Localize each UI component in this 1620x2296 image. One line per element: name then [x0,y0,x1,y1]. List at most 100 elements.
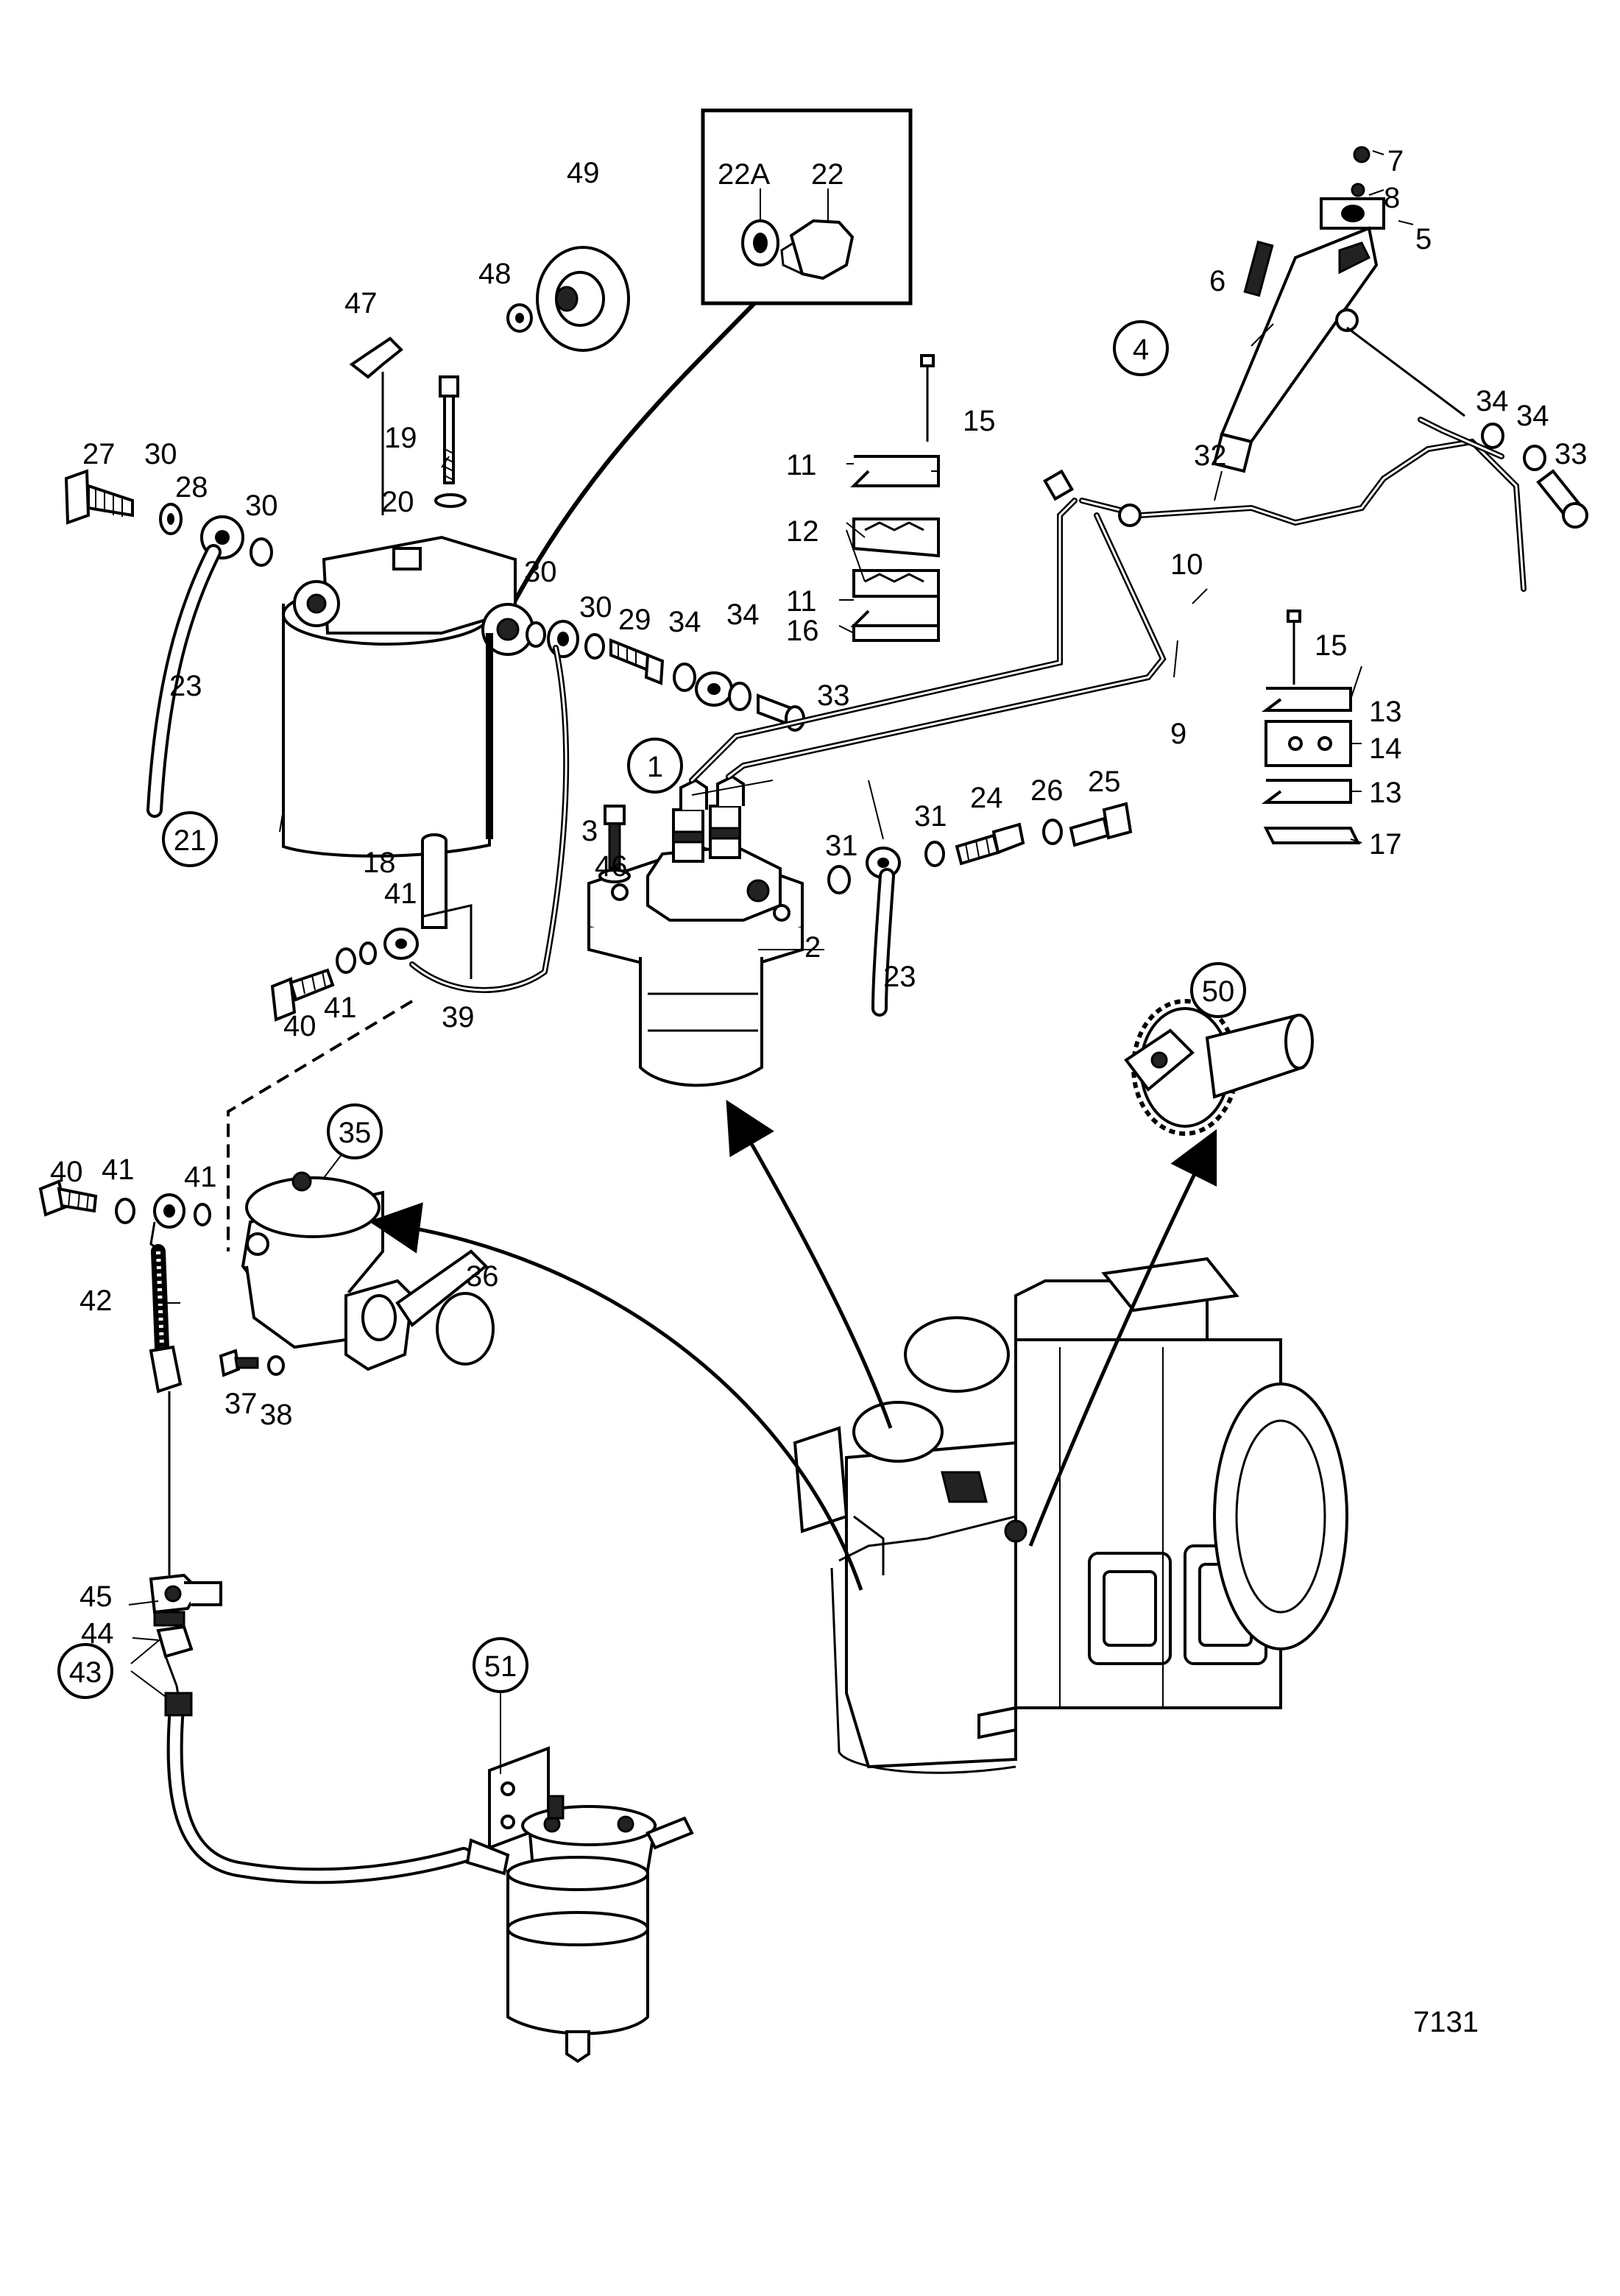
inset-leader-line [503,301,757,621]
callout-label: 41 [102,1154,135,1186]
callout-label: 49 [567,157,600,189]
dashed-connection [227,1000,414,1251]
pipe-clamp-13-14-17 [1262,610,1361,844]
callout-label: 27 [82,438,116,470]
callout-label: 47 [344,287,378,319]
callout-label: 30 [144,438,177,470]
banjo-bolt-24-assembly [827,802,1133,894]
callout-label: 13 [1369,696,1402,728]
injection-pump-2 [587,774,804,1087]
callout-circle [327,1103,383,1159]
callout-label: 33 [1554,438,1588,470]
callout-label: 26 [1030,774,1064,807]
callout-label: 13 [1369,777,1402,809]
callout-label: 11 [786,585,817,618]
callout-labels: 1 2 3 4 5 6 7 8 9 10 11 11 12 13 13 14 1… [50,145,1588,1699]
pipe-18 [421,833,473,979]
callout-label: 34 [1516,400,1549,432]
plug-22-part [789,219,855,280]
bolt-37-38 [219,1349,285,1377]
leader-lines [128,150,1414,1774]
callout-label: 5 [1415,223,1432,255]
callout-label: 34 [668,606,701,638]
callout-label: 24 [970,782,1003,814]
callout-label: 34 [1476,385,1509,417]
callout-label: 37 [224,1388,258,1420]
callout-circle [627,738,683,794]
bolt-27-assembly [64,469,273,567]
callout-label: 9 [1170,718,1186,750]
callout-label: 7 [1387,145,1404,177]
callout-label: 6 [1209,265,1225,297]
callout-label: 1 [647,751,663,783]
callout-label: 41 [184,1161,217,1193]
callout-label: 28 [175,471,208,504]
fuel-filter-51 [465,1746,694,2063]
callout-label: 23 [883,961,916,993]
callout-label: 29 [618,604,651,636]
callout-label: 18 [363,847,396,879]
callout-label: 25 [1088,766,1121,798]
callout-label: 41 [324,992,357,1024]
bolt-3 [598,805,631,883]
callout-label: 33 [817,679,850,712]
callout-label: 42 [79,1285,113,1317]
callout-label: 40 [50,1156,83,1188]
callout-label: 32 [1194,439,1227,472]
fuel-hose-43 [166,1700,472,1885]
banjo-bolt-33-right [1481,423,1588,529]
banjo-bolt-40-lower [38,1179,211,1253]
callout-label: 39 [442,1001,475,1034]
callout-label: 31 [825,830,858,862]
callout-label: 2 [804,931,821,964]
callout-label: 23 [169,670,202,702]
arrow-to-feed-pump [369,1202,863,1591]
callout-label: 30 [579,591,612,624]
reference-number: 7131 [1413,2006,1479,2038]
callout-label: 12 [786,515,819,548]
delivery-pipes [689,417,1527,783]
callout-circle [1113,320,1169,376]
callout-label: 21 [174,824,207,857]
callout-label: 31 [914,800,947,833]
callout-label: 48 [478,258,512,290]
callout-label: 17 [1369,828,1402,861]
callout-label: 50 [1202,975,1235,1008]
callout-circle [1190,962,1246,1018]
callout-label: 34 [726,598,760,631]
connector-45 [149,1573,222,1627]
callout-label: 40 [283,1010,316,1042]
callout-label: 20 [381,486,414,518]
callout-label: 4 [1133,333,1149,366]
callout-label: 43 [69,1656,102,1689]
callout-circle [473,1637,528,1693]
engine-block [793,1257,1348,1774]
arrow-to-pump [726,1099,893,1429]
callout-label: 19 [384,422,417,454]
arrow-to-gear [1028,1128,1217,1547]
callout-label: 46 [595,850,628,883]
callout-label: 36 [466,1260,499,1293]
callout-label: 22 [811,158,844,191]
callout-label: 45 [79,1580,113,1613]
callout-label: 41 [384,877,417,910]
callout-label: 14 [1369,732,1402,765]
callout-label: 30 [524,556,557,588]
callout-label: 44 [81,1617,114,1650]
callout-label: 3 [581,815,598,847]
drive-gear-50 [1124,999,1314,1136]
callout-label: 35 [339,1117,372,1149]
callout-label: 8 [1384,182,1400,214]
bolt-19 [434,375,467,508]
callout-circle [57,1643,113,1699]
banjo-bolt-40-upper [270,928,419,1022]
callout-label: 15 [1315,629,1348,662]
callout-label: 10 [1170,548,1203,581]
callout-label: 15 [963,405,996,437]
pipe-42-nut [149,1345,183,1575]
pipe-clamp-11-12-16 [850,354,940,642]
callout-label: 11 [786,449,817,481]
fuel-filter-21 [282,535,534,858]
